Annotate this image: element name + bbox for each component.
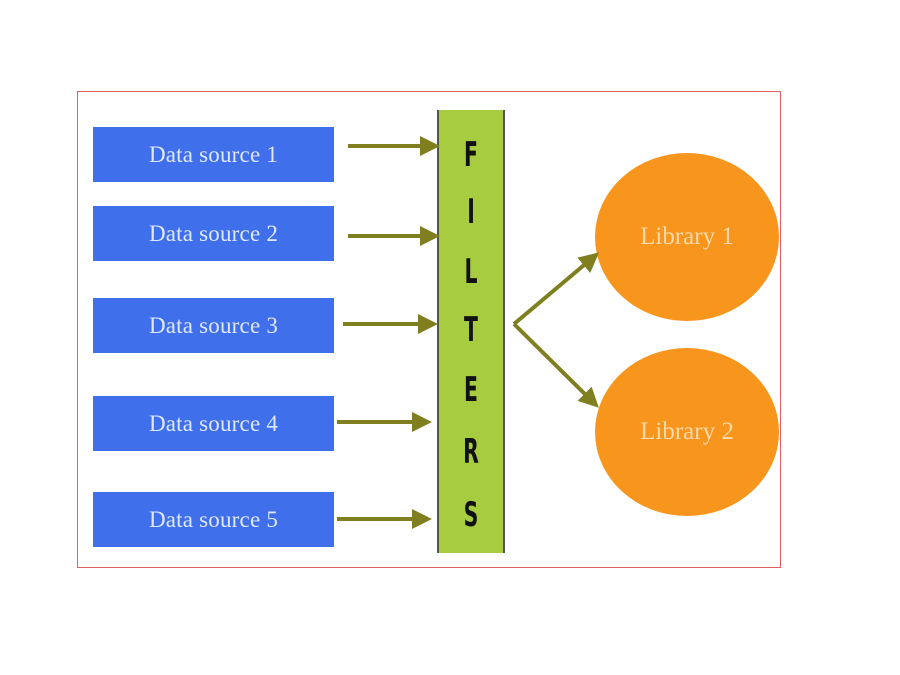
- filters-letter: F: [464, 135, 478, 175]
- filters-bar: F I L T E R S: [437, 110, 505, 553]
- data-source-box-3: Data source 3: [93, 298, 334, 353]
- data-source-box-4: Data source 4: [93, 396, 334, 451]
- library-circle-1: Library 1: [595, 153, 779, 321]
- filters-letter: R: [463, 432, 479, 472]
- library-circle-2: Library 2: [595, 348, 779, 516]
- data-source-box-5: Data source 5: [93, 492, 334, 547]
- data-source-box-1: Data source 1: [93, 127, 334, 182]
- filters-letter: L: [464, 252, 478, 292]
- filters-letter: T: [464, 310, 478, 350]
- filters-letter: I: [467, 192, 475, 232]
- filters-letter: S: [463, 495, 479, 535]
- filters-letter: E: [464, 370, 478, 410]
- data-source-box-2: Data source 2: [93, 206, 334, 261]
